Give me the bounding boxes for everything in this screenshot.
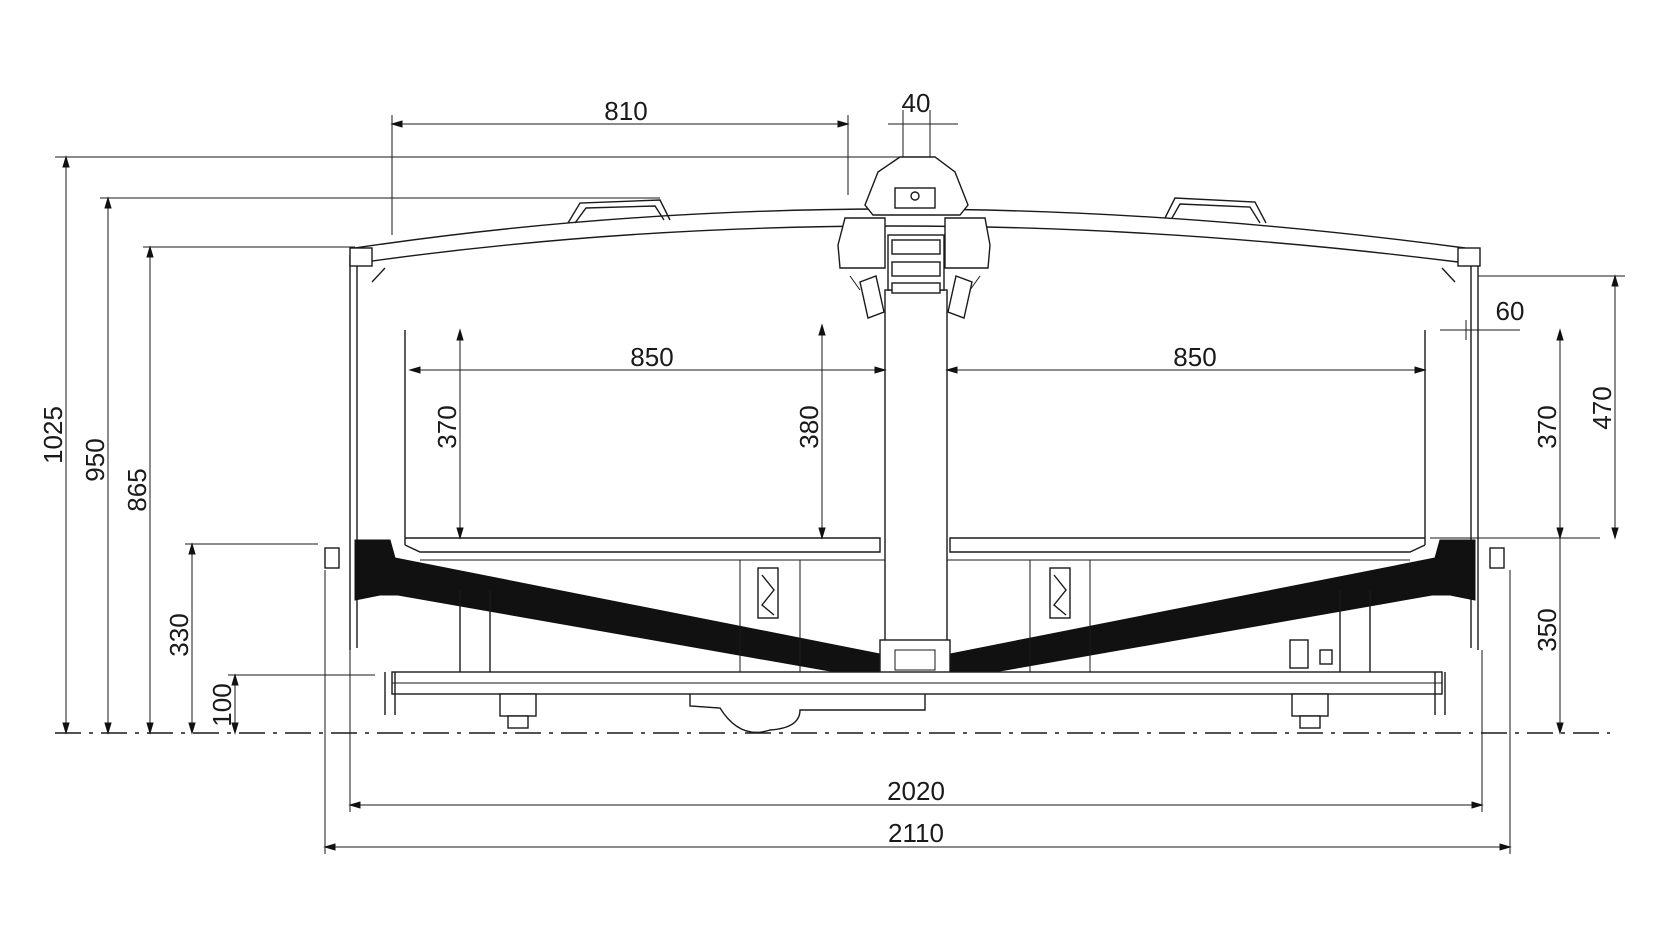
dim-2020: 2020 (887, 776, 945, 806)
dim-350: 350 (1532, 608, 1562, 651)
dim-40: 40 (902, 88, 931, 118)
center-divider (837, 156, 991, 656)
dim-370-left: 370 (432, 405, 462, 448)
dim-850-left: 850 (630, 342, 673, 372)
insulated-base (354, 539, 1476, 681)
dim-380: 380 (794, 405, 824, 448)
dim-2110: 2110 (888, 818, 944, 848)
dim-810: 810 (604, 96, 647, 126)
dim-370-right: 370 (1532, 405, 1562, 448)
dimension-labels: 810 40 850 850 60 1025 950 865 330 100 3… (38, 88, 1617, 848)
dim-100: 100 (207, 683, 237, 726)
dim-865: 865 (122, 468, 152, 511)
dimension-lines (55, 110, 1625, 854)
dim-950: 950 (80, 438, 110, 481)
dim-470: 470 (1587, 386, 1617, 429)
dim-1025: 1025 (38, 406, 68, 464)
dim-330: 330 (164, 613, 194, 656)
cabinet-outline (349, 197, 1481, 650)
underside-frame (324, 547, 1505, 734)
dim-850-right: 850 (1173, 342, 1216, 372)
dim-60: 60 (1496, 296, 1525, 326)
